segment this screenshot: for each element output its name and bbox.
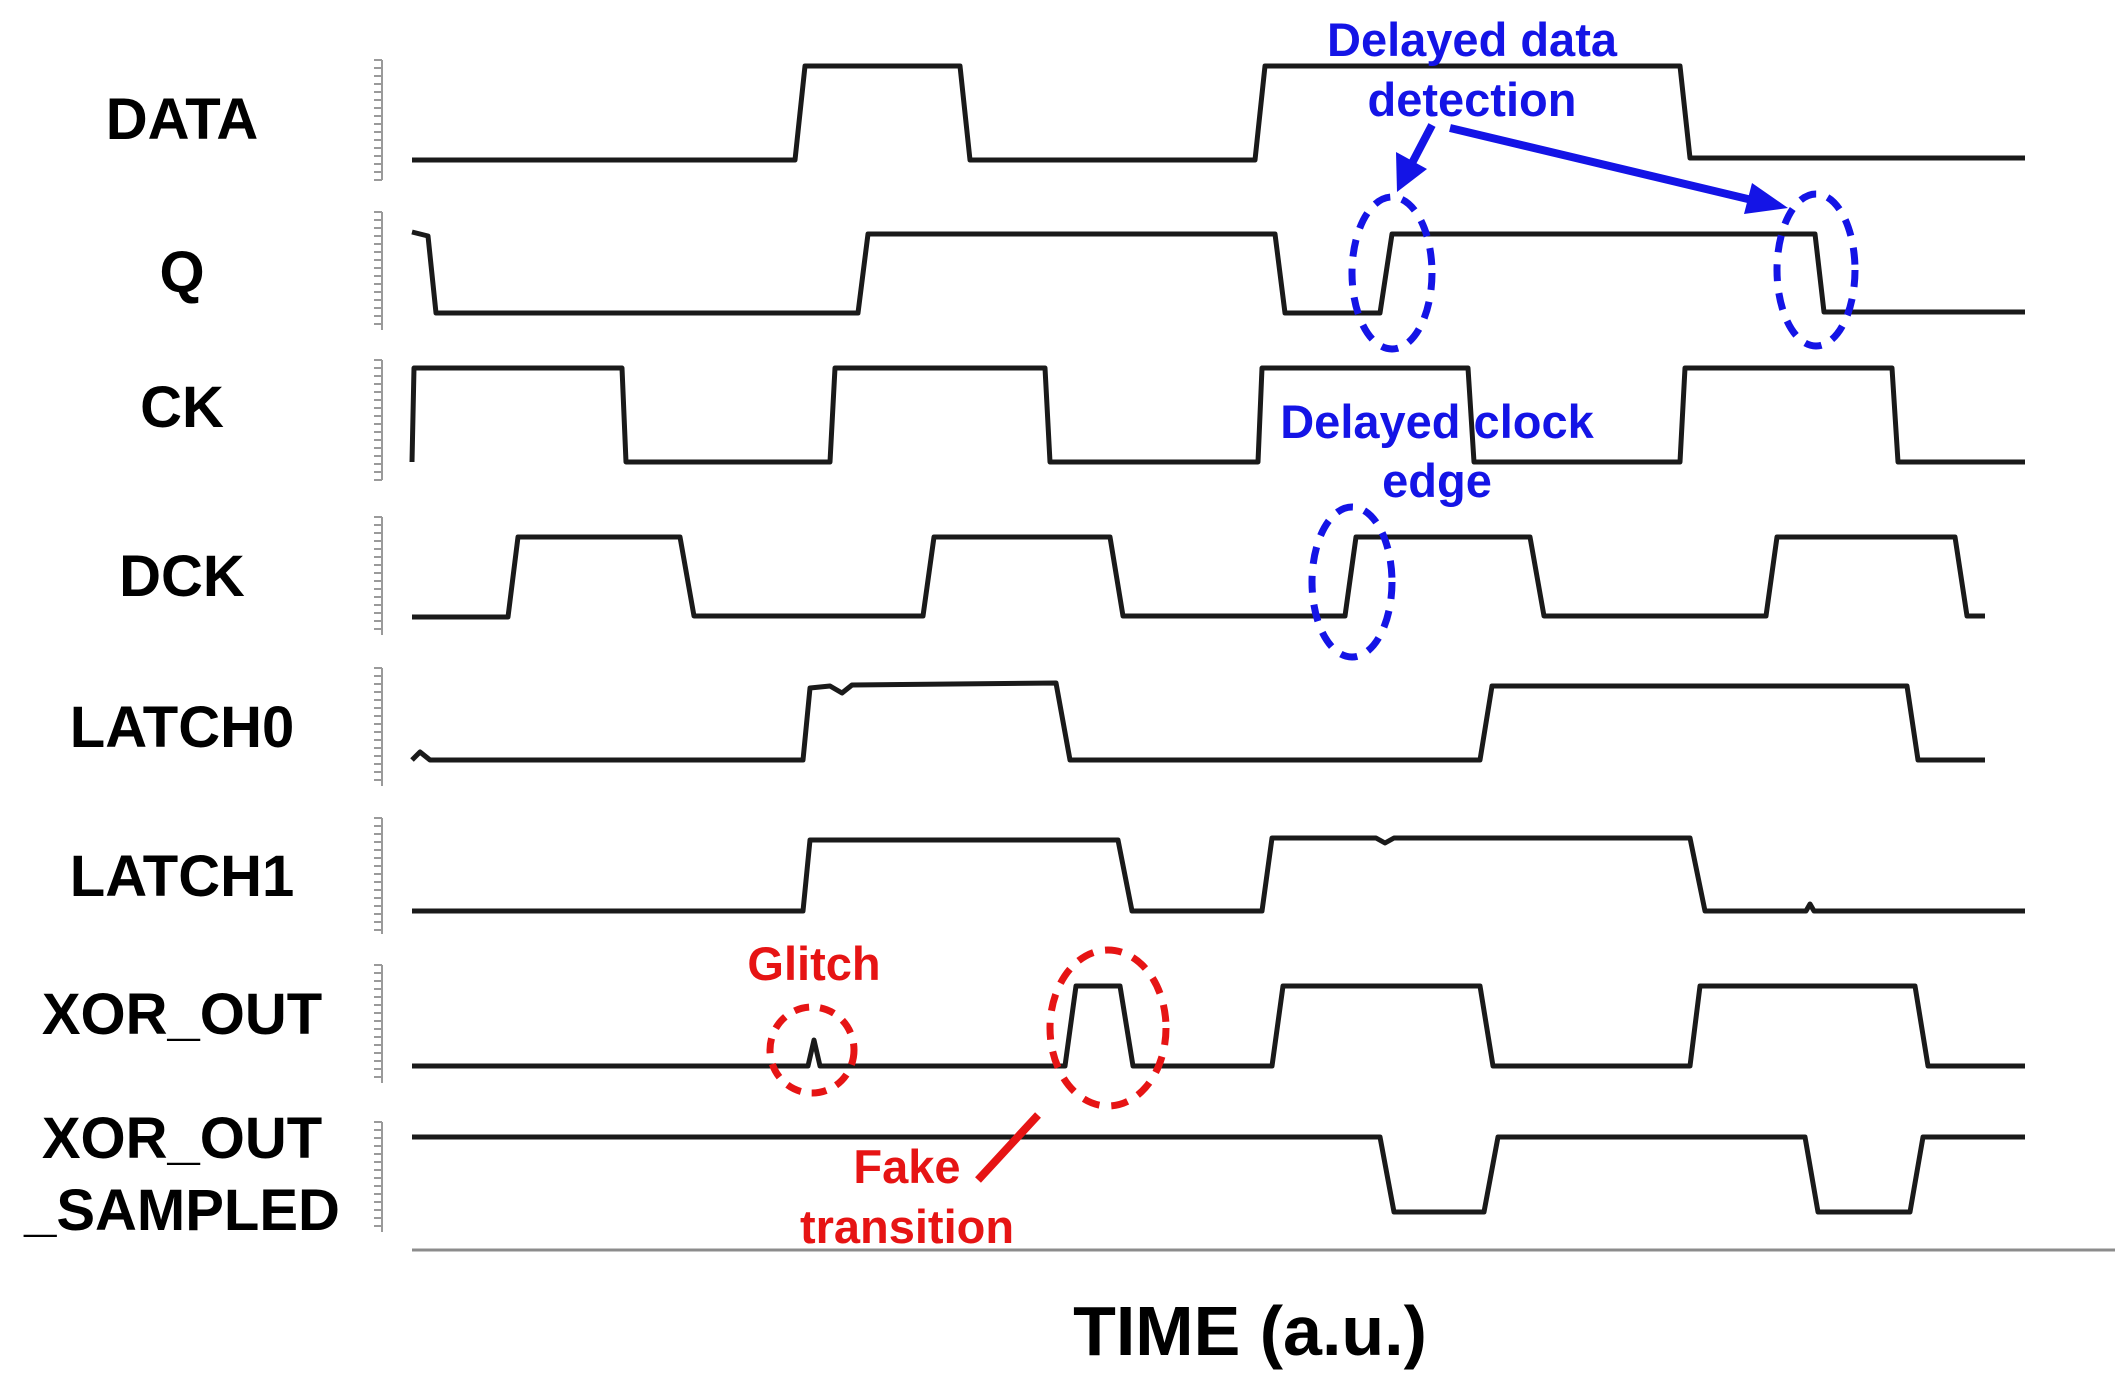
wave-data: [412, 63, 2025, 163]
trace-rulers: [374, 59, 383, 1232]
delayed-data-ellipse-2: [1773, 190, 1859, 350]
delayed-clock-ellipse: [1308, 503, 1396, 661]
annotation-fake-transition: Fake transition: [800, 946, 1170, 1253]
wave-dck: [412, 534, 1985, 620]
label-latch0: LATCH0: [70, 695, 294, 760]
fake-transition-ellipse: [1046, 946, 1170, 1110]
wave-latch1: [412, 835, 2025, 914]
delayed-data-arrow-1-head: [1396, 152, 1427, 192]
delayed-clock-text-2: edge: [1382, 454, 1492, 507]
delayed-data-arrow-1-shaft: [1406, 123, 1436, 169]
label-ck: CK: [140, 375, 224, 440]
delayed-data-text-2: detection: [1368, 73, 1577, 126]
waveforms: [409, 63, 2025, 1215]
annotation-glitch: Glitch: [747, 937, 881, 1097]
wave-latch0: [410, 680, 1985, 763]
label-xor-out: XOR_OUT: [42, 982, 322, 1047]
label-xor-out-sampled-2: _SAMPLED: [23, 1178, 340, 1243]
label-latch1: LATCH1: [70, 844, 294, 909]
glitch-ellipse: [766, 1003, 858, 1097]
delayed-data-text-1: Delayed data: [1327, 13, 1618, 66]
annotation-delayed-clock: Delayed clock edge: [1280, 395, 1595, 661]
wave-q: [411, 229, 2025, 316]
glitch-text: Glitch: [747, 937, 880, 990]
delayed-data-arrow-2-shaft: [1449, 124, 1753, 204]
fake-transition-text-1: Fake: [853, 1140, 960, 1193]
label-xor-out-sampled-1: XOR_OUT: [42, 1106, 322, 1171]
signal-labels: DATA Q CK DCK LATCH0 LATCH1 XOR_OUT XOR_…: [23, 87, 340, 1243]
delayed-clock-text-1: Delayed clock: [1280, 395, 1594, 448]
delayed-data-arrow-2-head: [1744, 183, 1788, 214]
time-axis-title: TIME (a.u.): [1073, 1292, 1427, 1370]
fake-transition-pointer: [975, 1112, 1041, 1183]
fake-transition-text-2: transition: [800, 1200, 1014, 1253]
label-data: DATA: [106, 87, 258, 152]
wave-ck: [409, 365, 2025, 465]
wave-xor-out: [412, 983, 2025, 1069]
label-dck: DCK: [119, 544, 245, 609]
delayed-data-ellipse-1: [1348, 193, 1436, 353]
wave-xor-out-sampled: [412, 1134, 2025, 1215]
annotation-delayed-data: Delayed data detection: [1327, 13, 1859, 353]
label-q: Q: [159, 240, 204, 305]
